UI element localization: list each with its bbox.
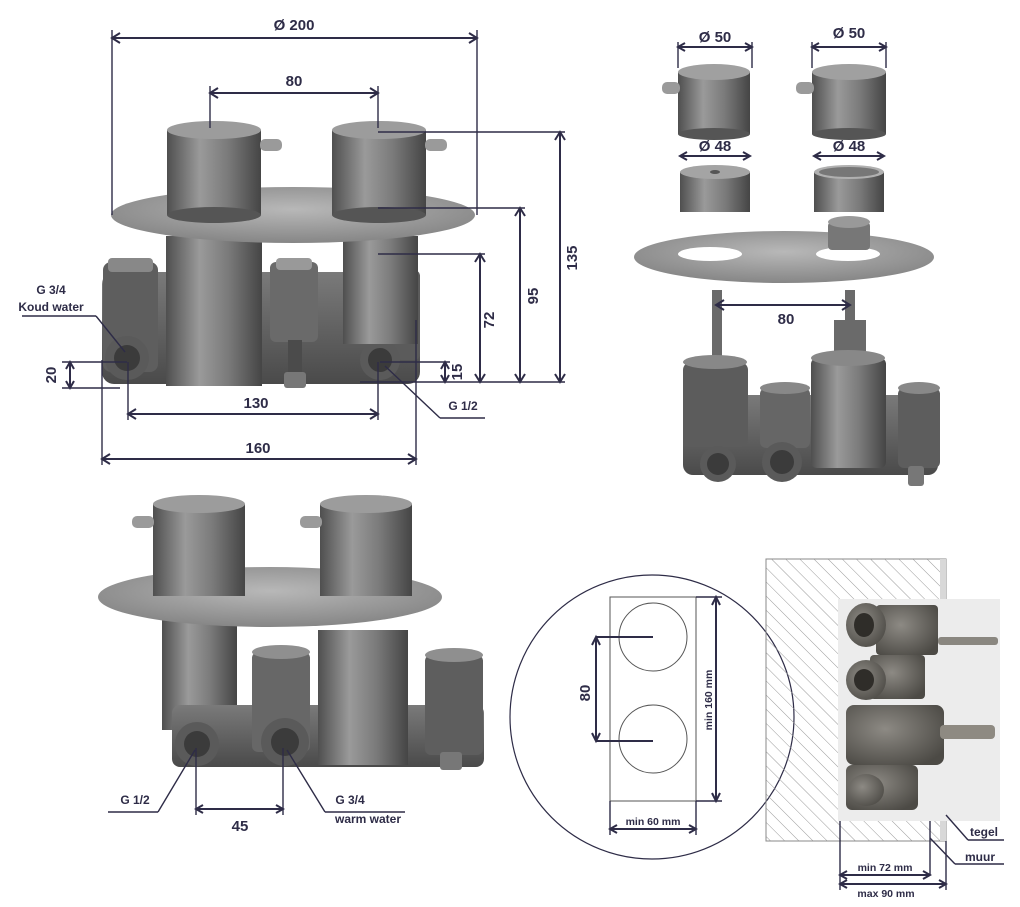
inlet-offset-label: 15 [449, 364, 466, 381]
left-cartridge-housing [166, 236, 262, 386]
max-depth-label: max 90 mm [857, 888, 914, 900]
knob-diameter-left: Ø 50 [699, 29, 732, 46]
left-offset-label: 20 [43, 367, 60, 384]
dimension-lines [22, 30, 566, 465]
min-height-label: min 160 mm [703, 670, 715, 731]
bottom-left-handle [132, 495, 245, 596]
body-height-label: 72 [481, 312, 498, 329]
exploded-cover-plate [634, 231, 934, 283]
exploded-valve-body [683, 290, 940, 486]
bottom-spacing-label: 45 [232, 818, 249, 835]
handle-spacing-label: 80 [286, 73, 303, 90]
cold-water-label: Koud water [18, 300, 84, 314]
min-cutout-rectangle [609, 596, 697, 802]
exploded-dimension-lines [675, 42, 889, 311]
min-depth-label: min 72 mm [858, 862, 913, 874]
knob-diameter-right: Ø 50 [833, 25, 866, 42]
circle-spacing-label: 80 [577, 685, 594, 702]
right-handle [332, 121, 447, 223]
spindle-spacing-label: 80 [778, 311, 795, 328]
bottom-valve-body [162, 612, 484, 770]
sleeve-diameter-right: Ø 48 [833, 138, 866, 155]
right-spindle-top [828, 216, 870, 250]
right-cartridge-housing [343, 236, 418, 344]
bottom-dimension-lines [108, 748, 405, 815]
warm-water-label: warm water [334, 812, 401, 826]
lower-hole-circle [618, 704, 688, 774]
valve-photo [846, 603, 998, 810]
wall-label: muur [965, 850, 995, 864]
body-width-label: 160 [245, 440, 270, 457]
left-handle [167, 121, 282, 223]
left-knob [662, 64, 750, 140]
bottom-right-handle [300, 495, 412, 596]
tile-label: tegel [970, 825, 998, 839]
view-circle-detail: 80 min 160 mm min 60 mm [509, 574, 795, 860]
bottom-left-thread-label: G 1/2 [120, 793, 150, 807]
plate-hole-right [816, 247, 880, 261]
plate-diameter-label: Ø 200 [274, 17, 315, 34]
wall-dimension-lines [837, 814, 1004, 890]
plate-height-label: 95 [525, 288, 542, 305]
right-knob [796, 64, 886, 140]
view-wall-section: tegel muur min 72 mm max 90 mm [765, 558, 1004, 900]
outlet-thread-label: G 1/2 [448, 399, 478, 413]
min-width-label: min 60 mm [626, 816, 681, 828]
cold-thread-label: G 3/4 [36, 283, 66, 297]
right-sleeve [814, 165, 884, 212]
left-sleeve [680, 165, 750, 212]
view-exploded: Ø 50 Ø 50 Ø 48 Ø 48 80 [634, 25, 940, 486]
view-front-dimensioned: Ø 200 80 135 95 72 15 20 130 160 G 1/2 G… [18, 17, 581, 465]
total-height-label: 135 [564, 245, 581, 270]
sleeve-diameter-left: Ø 48 [699, 138, 732, 155]
inlet-spacing-label: 130 [243, 395, 268, 412]
bottom-right-thread-label: G 3/4 [335, 793, 365, 807]
plate-hole-left [678, 247, 742, 261]
view-front-bottom: G 1/2 G 3/4 warm water 45 [98, 495, 484, 835]
